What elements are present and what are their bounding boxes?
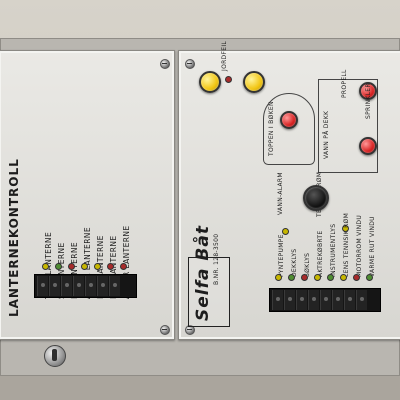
indicator-led-icon [340, 274, 347, 281]
indicator-led-icon [366, 274, 373, 281]
yellow-push-button[interactable] [243, 71, 265, 93]
boat-diagram [263, 93, 315, 165]
lower-wall-shadow [0, 376, 400, 400]
screw-icon [160, 325, 170, 335]
indicator-led-icon [327, 274, 334, 281]
top-label: TOPPEN I BØKEN [268, 101, 275, 156]
top-label: VANN PÅ DEKK [323, 110, 330, 159]
indicator-led-icon [94, 263, 101, 270]
selfa-boat-control-panel: Selfa Båt B.NR. 128-3500 JORDFEIL TOPPEN… [178, 41, 400, 340]
red-push-button[interactable] [359, 82, 377, 100]
logo-frame [188, 257, 230, 327]
screw-icon [185, 325, 195, 335]
terminal-block [34, 274, 137, 298]
indicator-led-icon [42, 263, 49, 270]
function-label: PYNTEPUMPE [278, 234, 285, 277]
panel-title: LANTERNEKONTROLL [7, 158, 21, 317]
indicator-led-icon [275, 274, 282, 281]
indicator-led-icon [107, 263, 114, 270]
indicator-led-icon [55, 263, 62, 270]
function-label: MOTORROM VINDU [356, 214, 363, 277]
indicator-led-icon [353, 274, 360, 281]
screw-icon [160, 59, 170, 69]
red-push-button[interactable] [280, 111, 298, 129]
indicator-led-icon [342, 225, 349, 232]
function-label: INSTRUMENTLYS [330, 223, 337, 277]
top-label: JORDFEIL [221, 40, 228, 71]
brand-logo: Selfa Båt [193, 225, 213, 321]
yellow-push-button[interactable] [199, 71, 221, 93]
model-number: B.NR. 128-3500 [213, 233, 220, 285]
function-label: AKTREKØBRTE [317, 230, 324, 277]
indicator-led-icon [282, 228, 289, 235]
top-label: PROPELL [341, 69, 348, 98]
indicator-led-icon [288, 274, 295, 281]
terminal-block [269, 288, 381, 312]
indicator-led-icon [120, 263, 127, 270]
indicator-led-icon [314, 274, 321, 281]
alarm-box [318, 79, 378, 173]
red-push-button[interactable] [359, 137, 377, 155]
middle-label: VANN-ALARM [277, 172, 284, 215]
function-label: DEKKLYS [291, 248, 298, 277]
indicator-led-icon [68, 263, 75, 270]
screw-icon [185, 59, 195, 69]
function-label: LENS TENNSIK RØM [343, 212, 350, 277]
lock-icon[interactable] [44, 345, 66, 367]
indicator-led-icon [81, 263, 88, 270]
function-label: VARME RUT VINDU [369, 216, 376, 277]
lanterne-control-panel: LANTERNEKONTROLL TOPP LANTERNE SB LANTER… [0, 50, 175, 367]
indicator-led-icon [301, 274, 308, 281]
indicator-led-icon [225, 76, 232, 83]
black-knob-icon[interactable] [303, 185, 329, 211]
top-label: SPRINKLER [365, 83, 372, 119]
